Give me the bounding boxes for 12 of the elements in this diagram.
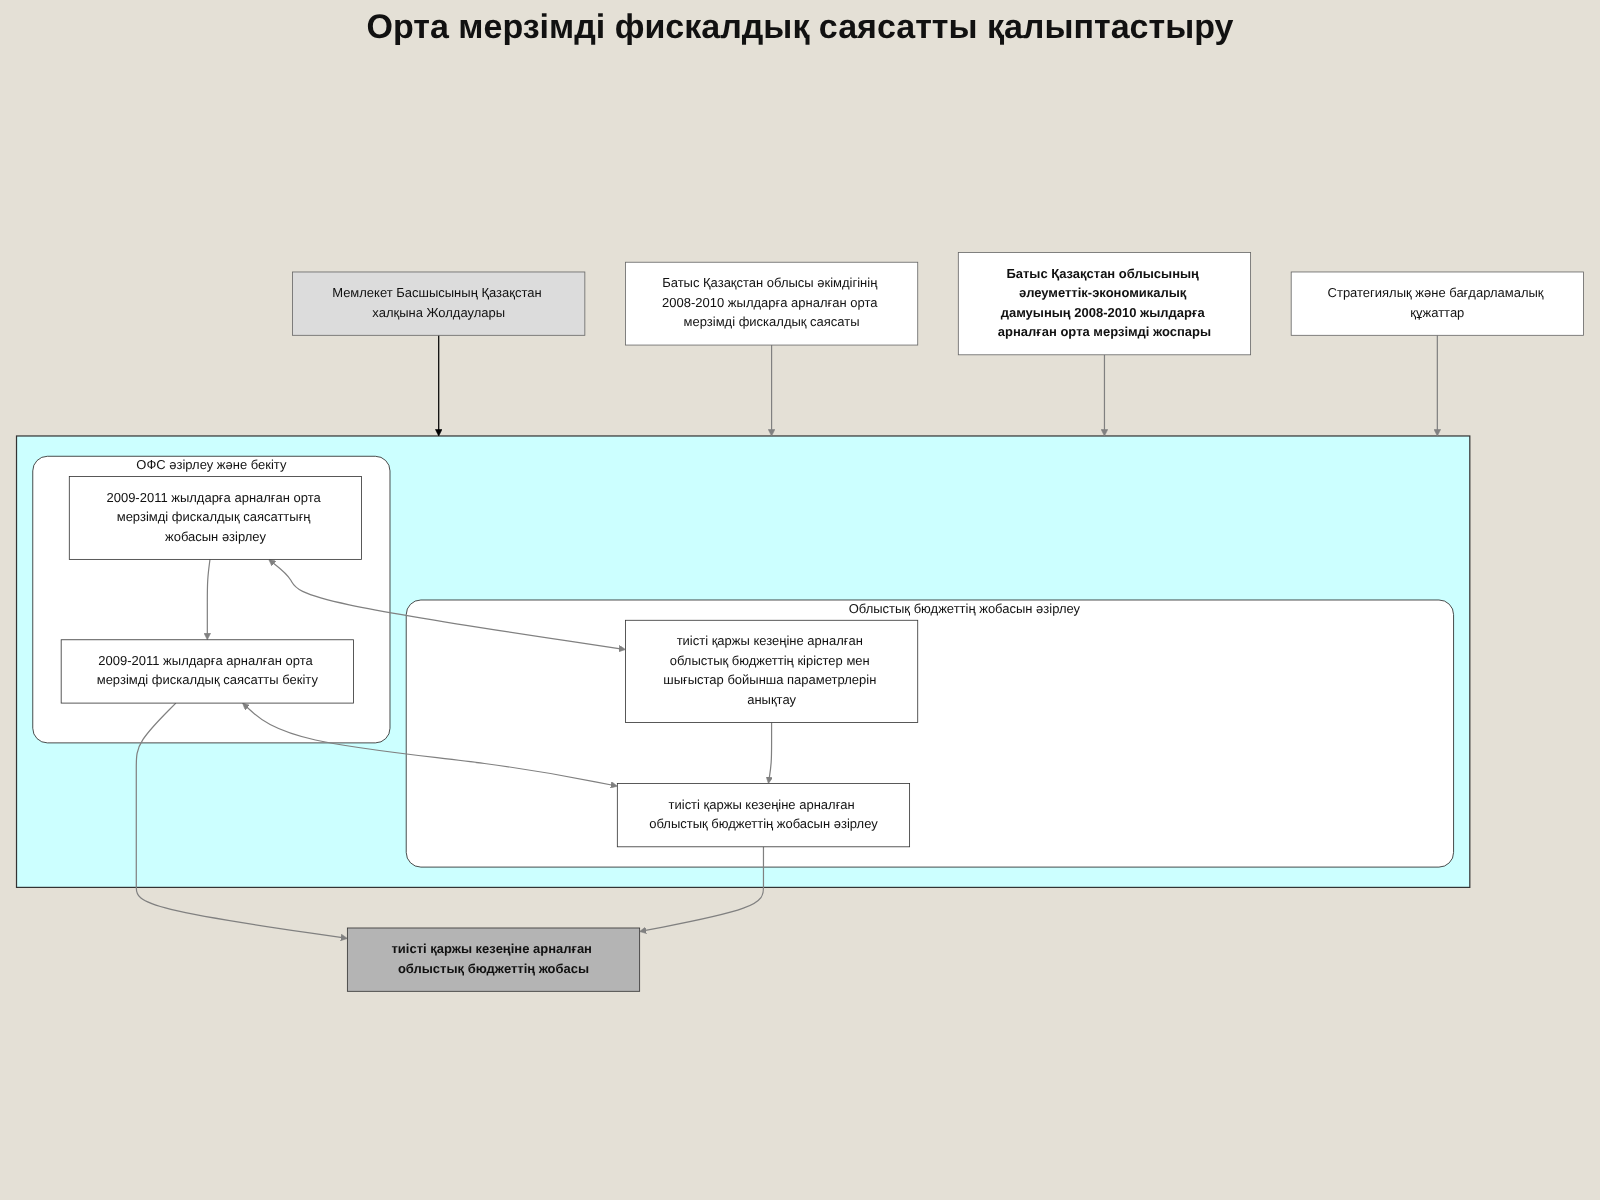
arrow <box>1433 334 1441 437</box>
arrow <box>639 846 765 934</box>
arrow <box>203 558 211 641</box>
diagram-title: Орта мерзімді фискалдық саясатты қалыптастыру <box>364 8 1236 48</box>
arrow <box>268 559 626 653</box>
arrow <box>135 702 348 942</box>
arrow <box>435 334 443 437</box>
cluster <box>15 435 1471 889</box>
arrow <box>242 703 618 789</box>
arrow <box>765 722 773 784</box>
arrow <box>768 344 776 437</box>
arrow <box>1100 354 1109 437</box>
